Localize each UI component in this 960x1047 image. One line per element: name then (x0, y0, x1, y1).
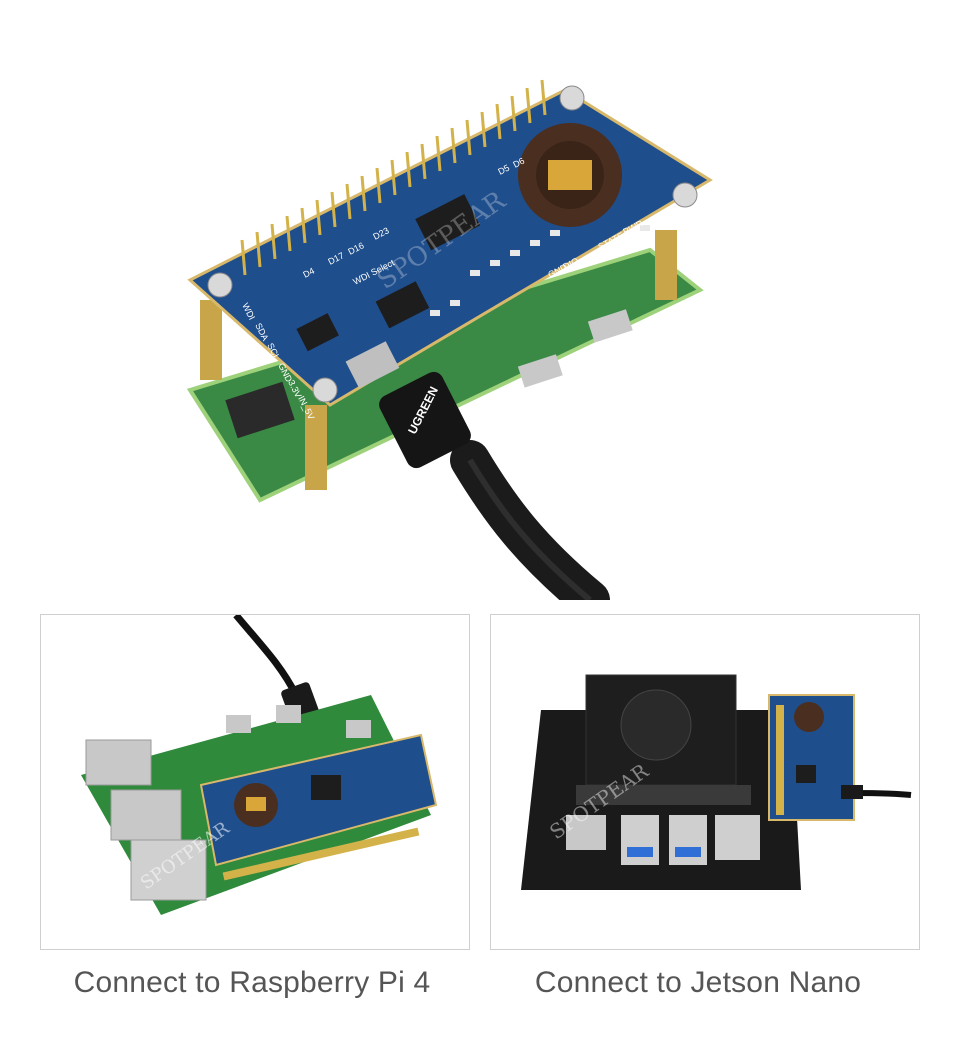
hero-product-image: PWR STATE DIO GND WDI Select SDA SCL GND… (170, 60, 730, 620)
caption-jetson-nano: Connect to Jetson Nano (534, 966, 862, 999)
label-d4: D4 (301, 266, 316, 280)
raspberry-pi-4-panel: SPOTPEAR (40, 614, 470, 950)
caption-raspberry-pi-4: Connect to Raspberry Pi 4 (73, 966, 431, 999)
raspberry-pi-4-illustration: SPOTPEAR (81, 615, 438, 915)
jetson-nano-panel: SPOTPEAR (490, 614, 920, 950)
label-d5: D5 (496, 163, 511, 177)
label-d6: D6 (511, 156, 526, 170)
hero-board-illustration: PWR STATE DIO GND WDI Select SDA SCL GND… (186, 79, 713, 620)
jetson-nano-illustration: SPOTPEAR (521, 674, 912, 890)
